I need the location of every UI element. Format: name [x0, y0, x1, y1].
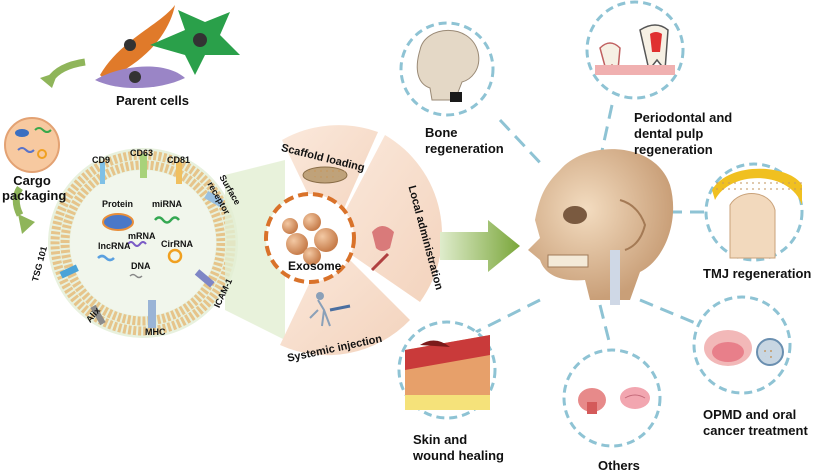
periodontal-label-1: Periodontal and — [634, 110, 733, 125]
skin-circle — [397, 320, 497, 420]
exosome-label: Exosome — [288, 259, 342, 273]
tmj-label: TMJ regeneration — [703, 266, 812, 281]
cargo-protein: Protein — [102, 199, 134, 209]
human-head-skull — [528, 149, 674, 305]
cargo-packaging-label-2: packaging — [2, 188, 67, 203]
periodontal-label-3: regeneration — [634, 142, 713, 157]
cargo-mrna: mRNA — [128, 231, 156, 241]
marker-cd9: CD9 — [92, 155, 111, 165]
bone-regeneration-label-2: regeneration — [425, 141, 504, 156]
exosome-core — [264, 192, 356, 284]
bone-circle — [399, 21, 495, 117]
parent-cells — [95, 5, 240, 89]
marker-cd81: CD81 — [167, 155, 191, 165]
periodontal-label-2: dental pulp — [634, 126, 704, 141]
cargo-mirna: miRNA — [152, 199, 183, 209]
skin-label-1: Skin and — [413, 432, 468, 447]
vesicle-cross-section — [48, 148, 238, 338]
bone-regeneration-label-1: Bone — [425, 125, 458, 140]
cargo-packaging-label-1: Cargo — [13, 173, 51, 188]
cargo-packaging-cell — [4, 117, 60, 173]
tmj-circle — [704, 162, 805, 262]
opmd-circle — [692, 295, 792, 395]
cargo-dna: DNA — [131, 261, 151, 271]
zoom-halo — [225, 160, 285, 340]
opmd-label-1: OPMD and oral — [703, 407, 797, 422]
opmd-label-2: cancer treatment — [703, 423, 808, 438]
big-arrow-icon — [440, 220, 520, 272]
delivery-fan — [280, 125, 443, 356]
parent-cells-label: Parent cells — [116, 93, 189, 108]
cargo-lncrna: lncRNA — [98, 241, 131, 251]
arrow-to-exosome-cell-icon — [12, 185, 24, 217]
others-label: Others — [598, 458, 640, 473]
marker-mhc: MHC — [145, 327, 166, 337]
cargo-circrna: CirRNA — [161, 239, 194, 249]
dental-circle — [585, 0, 685, 100]
marker-cd63: CD63 — [130, 148, 154, 158]
others-circle — [562, 348, 662, 448]
skin-label-2: wound healing — [413, 448, 504, 463]
